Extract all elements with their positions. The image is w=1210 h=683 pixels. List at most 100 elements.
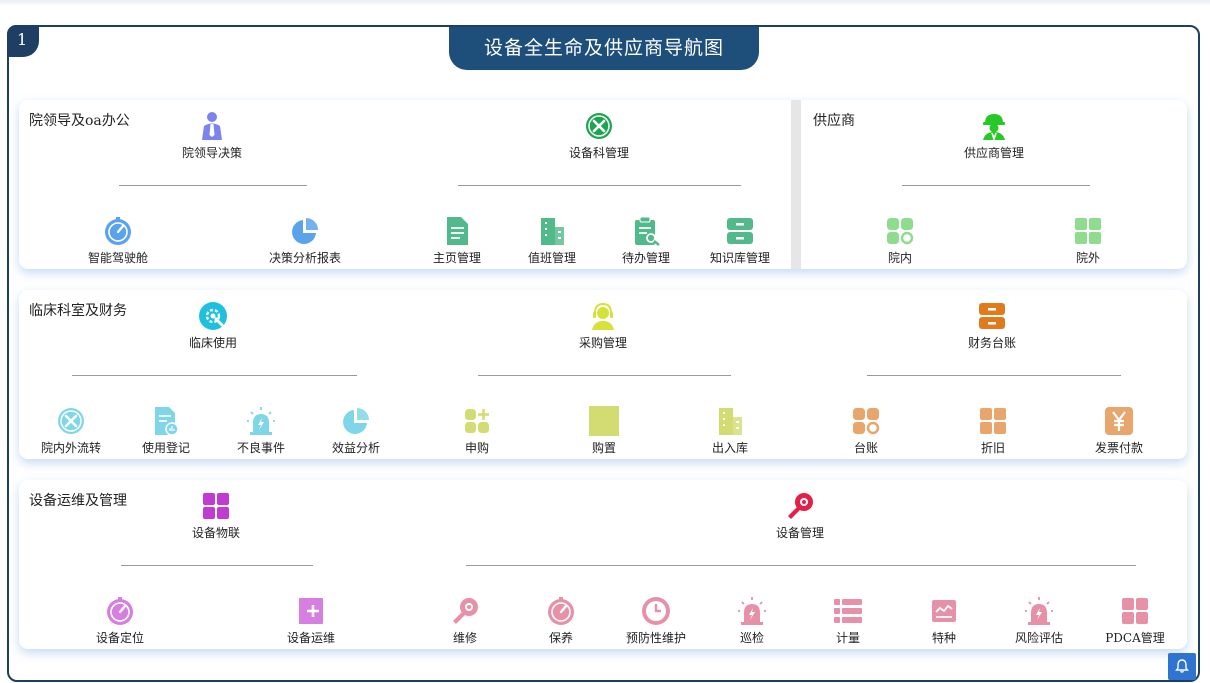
worker-helmet-icon <box>979 111 1009 142</box>
nav-item-clinical-bottom-7[interactable]: 台账 <box>806 406 926 456</box>
nav-item-oa-bottom-1[interactable]: 决策分析报表 <box>245 216 365 266</box>
nav-item-clinical-bottom-6[interactable]: 出入库 <box>670 406 790 456</box>
book-plus-icon <box>296 596 326 626</box>
nav-item-clinical-bottom-5[interactable]: 购置 <box>544 406 664 456</box>
wrench-gear-icon <box>785 491 815 521</box>
nav-item-ops-bottom-5[interactable]: 巡检 <box>692 596 812 646</box>
bell-icon <box>1175 659 1189 673</box>
tools-circle-icon <box>56 406 86 436</box>
nav-item-label: 折旧 <box>980 441 1005 455</box>
nav-item-clinical-bottom-4[interactable]: 申购 <box>417 406 537 456</box>
nav-item-oa-top-0[interactable]: 院领导决策 <box>152 111 272 161</box>
nav-item-label: 设备定位 <box>95 631 144 645</box>
nav-item-label: 供应商管理 <box>963 146 1024 160</box>
nav-item-label: 院外 <box>1075 251 1100 265</box>
nav-item-ops-bottom-3[interactable]: 保养 <box>501 596 621 646</box>
nav-item-ops-bottom-7[interactable]: 特种 <box>884 596 1004 646</box>
notification-button[interactable] <box>1168 653 1196 680</box>
nav-item-ops-bottom-2[interactable]: 维修 <box>405 596 525 646</box>
nav-item-ops-bottom-0[interactable]: 设备定位 <box>60 596 180 646</box>
nav-item-clinical-top-1[interactable]: 采购管理 <box>543 301 663 351</box>
nav-item-supplier-top-0[interactable]: 供应商管理 <box>934 111 1054 161</box>
gear-wrench-icon <box>198 301 228 331</box>
grid-icon <box>201 491 231 521</box>
building-icon <box>715 406 745 436</box>
nav-item-label: 保养 <box>548 631 573 645</box>
nav-item-oa-bottom-5[interactable]: 知识库管理 <box>680 216 800 266</box>
top-strip <box>0 0 1210 6</box>
nav-item-label: 院内外流转 <box>40 441 101 455</box>
nav-item-ops-bottom-9[interactable]: PDCA管理 <box>1075 596 1195 646</box>
page-title: 设备全生命及供应商导航图 <box>449 27 759 70</box>
nav-item-ops-bottom-6[interactable]: 计量 <box>788 596 908 646</box>
nav-item-label: 院领导决策 <box>181 146 242 160</box>
nav-item-clinical-top-2[interactable]: 财务台账 <box>932 301 1052 351</box>
nav-item-label: 巡检 <box>739 631 764 645</box>
section-supplier-title: 供应商 <box>813 113 855 129</box>
nav-item-label: 出入库 <box>711 441 748 455</box>
building-icon <box>537 216 567 246</box>
list-icon <box>833 596 863 626</box>
nav-item-label: 设备运维 <box>286 631 335 645</box>
nav-item-label: 效益分析 <box>331 441 380 455</box>
nav-item-label: 设备物联 <box>191 526 240 540</box>
nav-item-ops-top-1[interactable]: 设备管理 <box>740 491 860 541</box>
nav-item-label: 采购管理 <box>578 336 627 350</box>
nav-item-clinical-bottom-1[interactable]: 使用登记 <box>106 406 226 456</box>
clipboard-search-icon <box>631 216 661 246</box>
nav-item-oa-bottom-0[interactable]: 智能驾驶舱 <box>58 216 178 266</box>
nav-item-clinical-bottom-8[interactable]: 折旧 <box>933 406 1053 456</box>
section-clinical-title: 临床科室及财务 <box>29 303 127 319</box>
dashboard-gauge-icon <box>103 216 133 246</box>
nav-item-oa-bottom-4[interactable]: 待办管理 <box>586 216 706 266</box>
dashboard-gauge-icon <box>546 596 576 626</box>
nav-item-label: 值班管理 <box>527 251 576 265</box>
nav-item-ops-bottom-8[interactable]: 风险评估 <box>979 596 1099 646</box>
nav-item-label: 预防性维护 <box>625 631 686 645</box>
nav-item-clinical-bottom-3[interactable]: 效益分析 <box>296 406 416 456</box>
nav-item-label: 不良事件 <box>236 441 285 455</box>
nav-item-clinical-top-0[interactable]: 临床使用 <box>153 301 273 351</box>
nav-item-label: 财务台账 <box>967 336 1016 350</box>
grid-circle-icon <box>885 216 915 246</box>
tools-circle-icon <box>584 111 614 141</box>
nav-item-ops-bottom-4[interactable]: 预防性维护 <box>596 596 716 646</box>
nav-item-supplier-bottom-0[interactable]: 院内 <box>840 216 960 266</box>
nav-item-ops-top-0[interactable]: 设备物联 <box>156 491 276 541</box>
nav-item-clinical-bottom-2[interactable]: 不良事件 <box>201 406 321 456</box>
page-number-badge: 1 <box>7 25 39 57</box>
nav-item-supplier-bottom-1[interactable]: 院外 <box>1028 216 1148 266</box>
nav-item-label: 设备科管理 <box>568 146 629 160</box>
section-divider <box>791 100 801 269</box>
document-chart-icon <box>151 406 181 436</box>
nav-item-oa-bottom-2[interactable]: 主页管理 <box>397 216 517 266</box>
nav-item-oa-bottom-3[interactable]: 值班管理 <box>492 216 612 266</box>
nav-item-label: 使用登记 <box>141 441 190 455</box>
connector-line <box>902 185 1090 186</box>
cabinet-icon <box>725 216 755 246</box>
grid-icon <box>1073 216 1103 246</box>
connector-line <box>867 375 1121 376</box>
nav-item-label: 发票付款 <box>1094 441 1143 455</box>
connector-line <box>119 185 307 186</box>
connector-line <box>466 565 1136 566</box>
nav-item-label: 智能驾驶舱 <box>87 251 148 265</box>
alarm-icon <box>1024 596 1054 626</box>
nav-item-oa-top-1[interactable]: 设备科管理 <box>539 111 659 161</box>
nav-item-label: 主页管理 <box>432 251 481 265</box>
nav-item-label: 设备管理 <box>775 526 824 540</box>
connector-line <box>478 375 731 376</box>
yen-icon <box>1104 406 1134 436</box>
dashboard-gauge-icon <box>105 596 135 626</box>
nav-item-label: 台账 <box>853 441 878 455</box>
nav-item-ops-bottom-1[interactable]: 设备运维 <box>251 596 371 646</box>
nav-item-label: 特种 <box>931 631 956 645</box>
nav-item-label: 决策分析报表 <box>268 251 341 265</box>
section-oa-title: 院领导及oa办公 <box>29 113 130 129</box>
nav-item-clinical-bottom-0[interactable]: 院内外流转 <box>11 406 131 456</box>
grid-icon <box>1120 596 1150 626</box>
clock-icon <box>641 596 671 626</box>
wrench-gear-icon <box>450 596 480 626</box>
nav-item-label: 购置 <box>591 441 616 455</box>
nav-item-clinical-bottom-9[interactable]: 发票付款 <box>1059 406 1179 456</box>
